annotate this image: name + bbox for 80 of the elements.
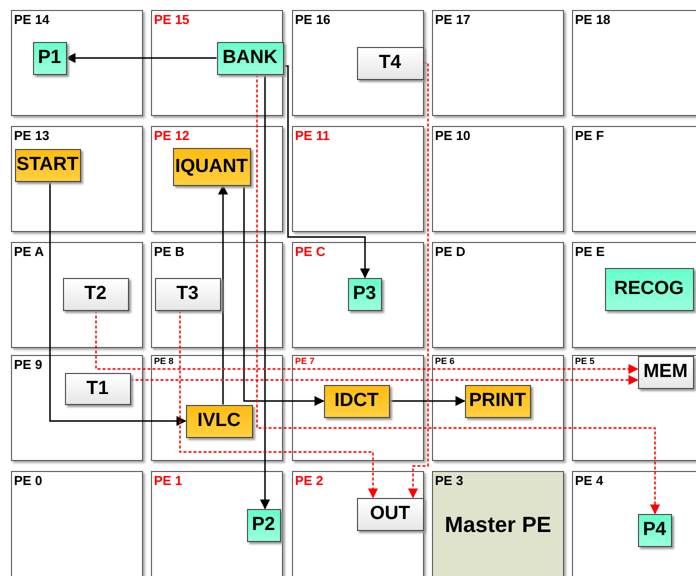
arrow — [243, 186, 324, 406]
grid-cell — [572, 471, 696, 576]
grid-cell — [292, 242, 424, 348]
cell-label: PE 12 — [154, 129, 190, 143]
task-box: PRINT — [464, 384, 530, 418]
cell-label: PE 8 — [154, 356, 174, 366]
arrow — [284, 65, 370, 278]
grid-cell — [292, 471, 424, 576]
grid-cell — [572, 10, 696, 116]
grid-cell — [151, 355, 283, 461]
cell-label: PE 11 — [295, 129, 330, 143]
task-box: T3 — [154, 278, 220, 310]
arrow — [218, 184, 228, 404]
grid-cell — [11, 355, 143, 461]
cell-label: PE A — [14, 245, 44, 259]
cell-label: PE 13 — [14, 129, 50, 143]
grid-cell — [432, 355, 564, 461]
grid-cell — [151, 126, 283, 232]
task-box: BANK — [216, 42, 284, 74]
cell-label: PE 14 — [14, 13, 50, 27]
task-box: T4 — [356, 46, 424, 80]
grid-cell — [432, 242, 564, 348]
grid-cell — [11, 471, 143, 576]
cell-label: PE 16 — [295, 13, 330, 27]
cell-label: PE 6 — [435, 356, 455, 366]
arrow — [95, 310, 638, 374]
cell-label: PE 2 — [295, 474, 324, 488]
task-box: IQUANT — [172, 148, 250, 186]
grid-cell — [292, 355, 424, 461]
cell-label: PE 15 — [154, 13, 190, 27]
task-box: START — [14, 148, 80, 182]
grid-cell — [292, 126, 424, 232]
arrow — [256, 74, 660, 514]
task-box: RECOG — [604, 268, 694, 310]
grid-cell — [292, 10, 424, 116]
task-box: P3 — [348, 278, 382, 310]
arrow — [66, 53, 216, 63]
cell-label: PE 10 — [435, 129, 470, 143]
master-cell — [432, 471, 564, 576]
task-box: IVLC — [186, 404, 252, 438]
grid-cell — [151, 471, 283, 576]
grid-cell — [151, 10, 283, 116]
cell-title: Master PE — [444, 512, 552, 538]
cell-label: PE 17 — [435, 13, 470, 27]
grid-cell — [11, 10, 143, 116]
grid-cell — [432, 10, 564, 116]
grid-cell — [432, 126, 564, 232]
cell-label: PE 9 — [14, 358, 42, 372]
arrow — [408, 62, 429, 498]
cell-label: PE C — [295, 245, 326, 259]
task-box: P2 — [246, 508, 280, 542]
task-box: P1 — [32, 42, 66, 74]
grid-cell — [151, 242, 283, 348]
grid-cell — [572, 355, 696, 461]
arrow — [179, 310, 378, 498]
arrow — [390, 396, 466, 406]
cell-label: PE D — [435, 245, 466, 259]
arrow — [130, 375, 638, 385]
cell-label: PE 5 — [575, 356, 595, 366]
task-box: MEM — [638, 356, 694, 388]
cell-label: PE F — [575, 129, 604, 143]
arrow — [49, 182, 186, 426]
grid-cell — [572, 242, 696, 348]
cell-label: PE 18 — [575, 13, 610, 27]
task-box: P4 — [638, 514, 672, 546]
task-box: T1 — [64, 372, 130, 404]
cell-label: PE 0 — [14, 474, 42, 488]
arrow — [260, 74, 270, 510]
grid-cell — [572, 126, 696, 232]
cell-label: PE E — [575, 245, 605, 259]
task-box: IDCT — [324, 384, 390, 418]
task-box: OUT — [356, 498, 424, 530]
task-box: T2 — [62, 278, 128, 310]
cell-label: PE 3 — [435, 474, 464, 488]
cell-label: PE 1 — [154, 474, 182, 488]
cell-label: PE B — [154, 245, 184, 259]
cell-label: PE 7 — [295, 356, 315, 366]
grid-cell — [11, 242, 143, 348]
grid-cell — [11, 126, 143, 232]
cell-label: PE 4 — [575, 474, 604, 488]
